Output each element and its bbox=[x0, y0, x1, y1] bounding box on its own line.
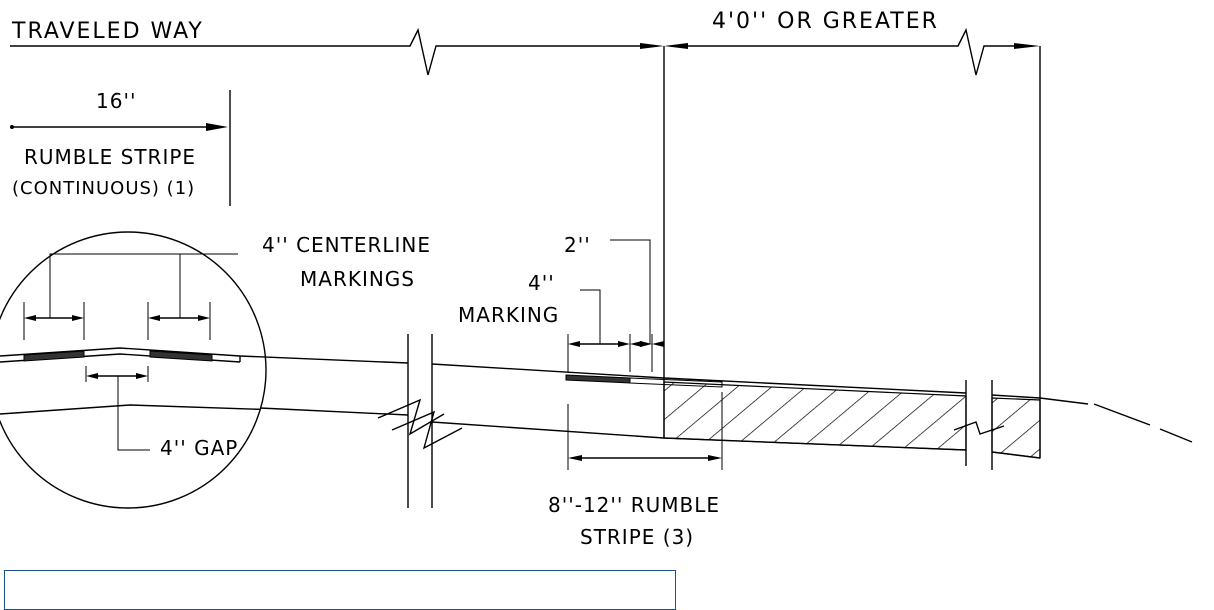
centerline-detail-circle bbox=[0, 231, 267, 509]
centerline-label-2: MARKINGS bbox=[300, 267, 415, 291]
rumble-stripe-1-label: RUMBLE STRIPE bbox=[24, 145, 196, 169]
rumble-stripe-1b-label: (CONTINUOUS) (1) bbox=[12, 178, 195, 199]
marking-dimensions bbox=[567, 239, 664, 372]
centerline-label-1: 4'' CENTERLINE bbox=[262, 233, 431, 257]
rumble-stripe-3-dimension bbox=[567, 392, 723, 470]
road-section bbox=[239, 334, 1193, 508]
shoulder-width-label: 4'0'' OR GREATER bbox=[712, 9, 939, 34]
gap-label: 4'' GAP bbox=[160, 436, 238, 460]
stripe-width-16-label: 16'' bbox=[96, 89, 136, 113]
rumble-3b-label: STRIPE (3) bbox=[580, 525, 694, 549]
rumble-3a-label: 8''-12'' RUMBLE bbox=[548, 493, 720, 517]
marking-4-label: 4'' bbox=[528, 271, 555, 295]
caption-box bbox=[4, 570, 676, 610]
shoulder-dimension bbox=[663, 27, 1041, 458]
traveled-way-dimension bbox=[10, 27, 664, 76]
marking-word-label: MARKING bbox=[458, 303, 559, 327]
rumble-stripe-16-dimension bbox=[10, 90, 231, 206]
offset-2-label: 2'' bbox=[564, 233, 591, 257]
traveled-way-label: TRAVELED WAY bbox=[11, 19, 204, 44]
